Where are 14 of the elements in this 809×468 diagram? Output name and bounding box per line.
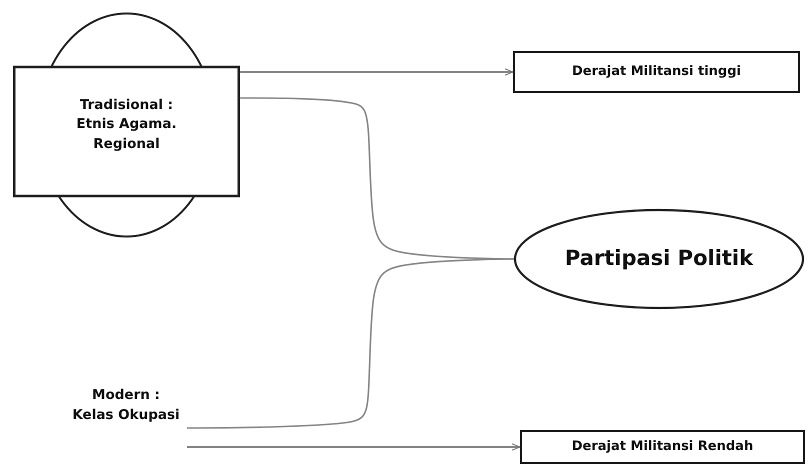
circle-behind-box-drawing (13, 12, 240, 238)
heading-text: Derajat Militansi tinggi (572, 64, 742, 80)
heading-text: Partipasi Politik (564, 245, 754, 272)
heading-text: Tradisional : (80, 96, 174, 115)
body-text: Etnis Agama. Regional (75, 115, 178, 154)
arrow (240, 68, 514, 76)
text-box (513, 51, 800, 93)
body-text: Kelas Okupasi (72, 406, 180, 425)
arrow (187, 443, 521, 451)
heading-text: Modern : (92, 386, 160, 406)
heading-text: Derajat Militansi Rendah (572, 438, 754, 456)
brace-line (187, 258, 514, 429)
ellipse-node (513, 208, 805, 310)
text-box (520, 430, 805, 464)
